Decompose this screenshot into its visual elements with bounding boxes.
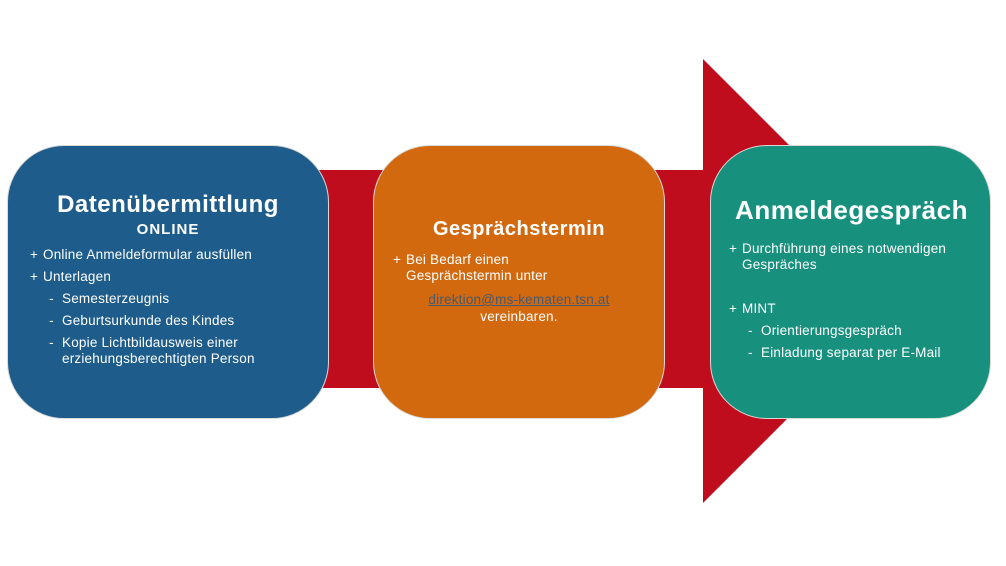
list-item: + Durchführung eines notwendigen Gespräc… <box>721 241 982 273</box>
dash-marker: - <box>748 345 753 360</box>
list-item-text: Durchführung eines notwendigen Gespräche… <box>742 241 947 272</box>
list-item-line: Bei Bedarf einen <box>406 252 510 267</box>
plus-marker: + <box>729 241 738 256</box>
list-item-text: Unterlagen <box>43 269 112 284</box>
after-link-text: vereinbaren. <box>480 309 558 324</box>
list-item: + MINT <box>721 301 982 317</box>
list-subitem: - Orientierungsgespräch <box>721 323 982 339</box>
card-title: Anmeldegespräch <box>735 195 968 225</box>
list-subitem: - Kopie Lichtbildausweis einer erziehung… <box>22 335 314 367</box>
card-subtitle: ONLINE <box>136 221 200 238</box>
email-link[interactable]: direktion@ms-kematen.tsn.at <box>428 292 610 307</box>
list-item-line: Gesprächstermin unter <box>406 268 548 283</box>
step-card-datenuebermittlung: Datenübermittlung ONLINE + Online Anmeld… <box>7 145 329 419</box>
plus-marker: + <box>393 252 402 267</box>
list-item-text: Orientierungsgespräch <box>761 323 902 338</box>
dash-marker: - <box>49 313 54 328</box>
list-item-text: MINT <box>742 301 776 316</box>
list-item-text: Geburtsurkunde des Kindes <box>62 313 235 328</box>
step-card-anmeldegespraech: Anmeldegespräch + Durchführung eines not… <box>710 145 991 419</box>
email-link-row: direktion@ms-kematen.tsn.at <box>384 292 654 308</box>
list-subitem: - Geburtsurkunde des Kindes <box>22 313 314 329</box>
dash-marker: - <box>748 323 753 338</box>
plus-marker: + <box>30 269 39 284</box>
list-subitem: - Semesterzeugnis <box>22 291 314 307</box>
list-subitem: - Einladung separat per E-Mail <box>721 345 982 361</box>
plus-marker: + <box>729 301 738 316</box>
list-item-text: Einladung separat per E-Mail <box>761 345 941 360</box>
list-item-text: Online Anmeldeformular ausfüllen <box>43 247 253 262</box>
list-item-text: Kopie Lichtbildausweis einer erziehungsb… <box>62 335 255 366</box>
card-title: Datenübermittlung <box>57 191 279 218</box>
card-title: Gesprächstermin <box>432 218 605 240</box>
list-item: + Unterlagen <box>22 269 314 285</box>
list-item-text: Semesterzeugnis <box>62 291 170 306</box>
dash-marker: - <box>49 291 54 306</box>
list-item: + Online Anmeldeformular ausfüllen <box>22 247 314 263</box>
dash-marker: - <box>49 335 54 350</box>
plus-marker: + <box>30 247 39 262</box>
